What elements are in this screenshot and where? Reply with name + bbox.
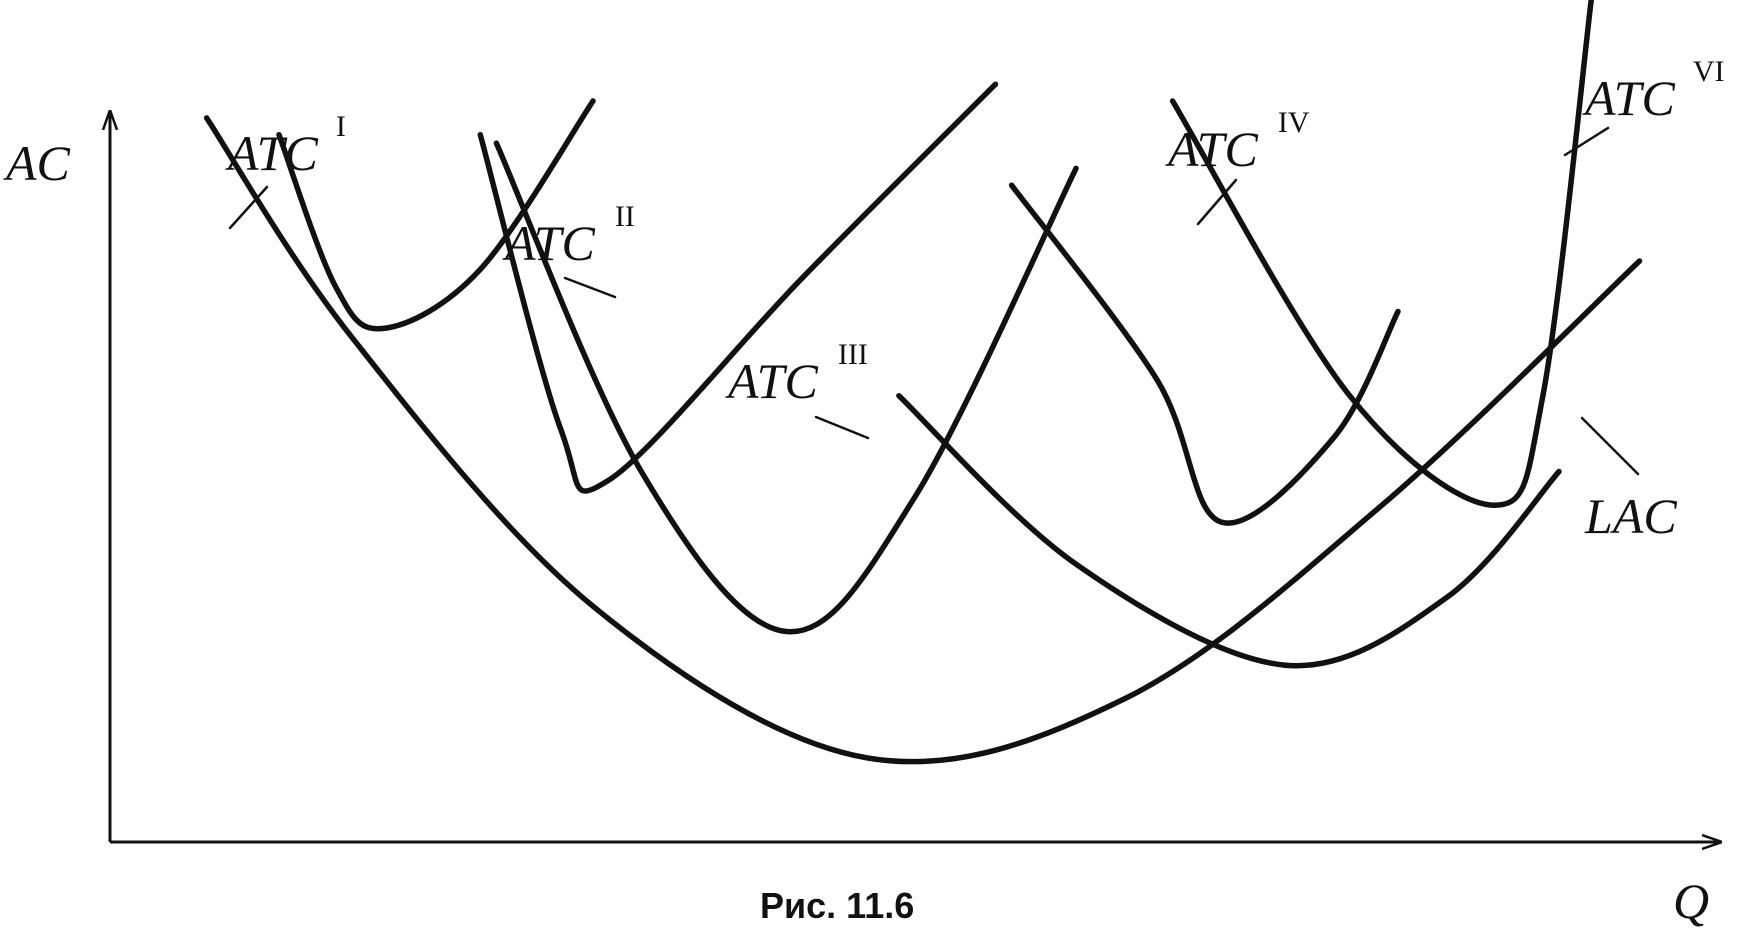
atc-3-leader [814, 415, 870, 440]
atc-4-leader [1196, 178, 1238, 226]
atc-1-curve [276, 98, 596, 332]
atc-3-curve [493, 140, 1079, 635]
atc-1-leader [228, 185, 269, 230]
atc-2-leader [563, 276, 617, 299]
y-axis-label: AC [3, 135, 71, 191]
atc-2-curve [477, 81, 999, 494]
atc-5-curve [1008, 182, 1401, 526]
atc-5-leader [1563, 126, 1610, 157]
atc-4-curve [896, 392, 1562, 669]
lac-leader [1580, 416, 1640, 476]
atc-6-curve [1169, 0, 1594, 508]
figure-caption: Рис. 11.6 [760, 885, 914, 926]
lac-curve [203, 115, 1643, 765]
x-axis-label: Q [1673, 873, 1709, 929]
lac-label: LAC [1584, 488, 1677, 544]
